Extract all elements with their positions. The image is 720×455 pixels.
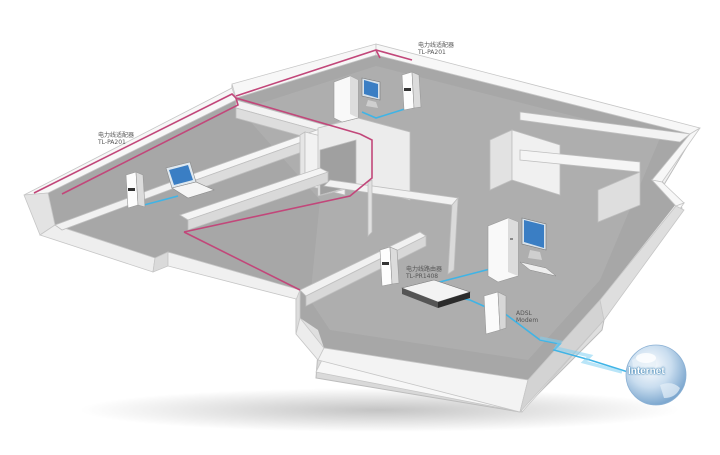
ground-shadow bbox=[80, 388, 680, 432]
adapter-top-device bbox=[401, 71, 422, 111]
desktop-tower-top bbox=[333, 75, 359, 123]
label-adapter-top-name: 电力线适配器 bbox=[418, 42, 455, 49]
label-modem-line2: Modem bbox=[516, 317, 539, 324]
label-adapter-left-model: TL-PA201 bbox=[98, 139, 126, 146]
monitor-top bbox=[361, 77, 381, 108]
label-router: 电力线路由器 TL-PR1408 bbox=[406, 266, 442, 280]
powerline-wiring bbox=[33, 49, 413, 291]
internet-globe bbox=[625, 344, 687, 406]
label-adapter-left-name: 电力线适配器 bbox=[98, 132, 135, 139]
router-device bbox=[401, 279, 471, 308]
desktop-tower-right bbox=[487, 217, 519, 283]
laptop-left bbox=[165, 161, 215, 199]
label-modem-line1: ADSL bbox=[516, 310, 532, 317]
monitor-right bbox=[521, 217, 547, 260]
label-adapter-left: 电力线适配器 TL-PA201 bbox=[98, 132, 134, 146]
label-adapter-top: 电力线适配器 TL-PA201 bbox=[418, 42, 454, 56]
outer-wall-faces bbox=[23, 192, 685, 413]
adapter-left-device bbox=[125, 171, 146, 209]
keyboard-right bbox=[519, 261, 557, 277]
internet-link-glow bbox=[539, 336, 623, 374]
label-internet: Internet bbox=[628, 366, 665, 377]
label-router-name: 电力线路由器 bbox=[406, 266, 443, 273]
label-router-model: TL-PR1408 bbox=[406, 273, 439, 280]
adsl-modem-device bbox=[483, 291, 507, 335]
label-modem: ADSL Modem bbox=[516, 310, 538, 324]
adapter-router-room-device bbox=[379, 246, 400, 287]
label-adapter-top-model: TL-PA201 bbox=[418, 49, 446, 56]
